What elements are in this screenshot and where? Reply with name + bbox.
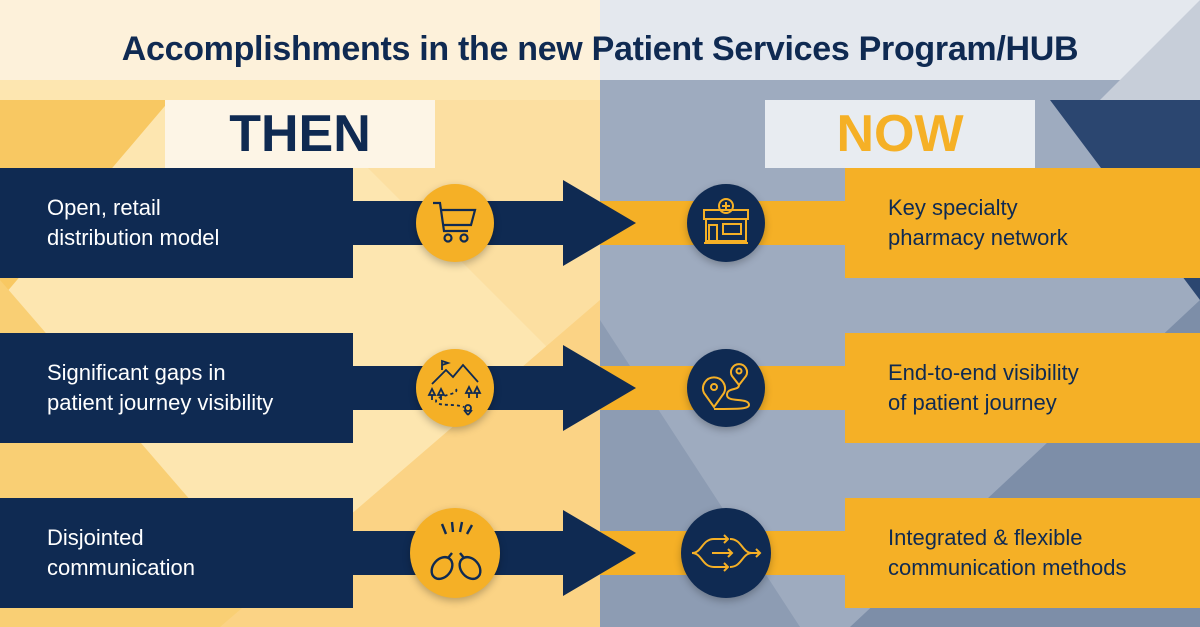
merging-arrows-icon (681, 508, 771, 598)
now-text: communication methods (888, 555, 1127, 580)
then-header: THEN (165, 100, 435, 168)
route-pins-icon (687, 349, 765, 427)
now-box-2: End-to-end visibility of patient journey (845, 333, 1200, 443)
then-box-2: Significant gaps in patient journey visib… (0, 333, 353, 443)
now-text: pharmacy network (888, 225, 1068, 250)
now-box-1: Key specialty pharmacy network (845, 168, 1200, 278)
pharmacy-store-icon (687, 184, 765, 262)
now-text: End-to-end visibility (888, 360, 1079, 385)
winding-trail-icon (416, 349, 494, 427)
shopping-cart-icon (416, 184, 494, 262)
then-text: Open, retail (47, 195, 161, 220)
page-title: Accomplishments in the new Patient Servi… (121, 30, 1079, 68)
now-text: Integrated & flexible (888, 525, 1083, 550)
now-header: NOW (765, 100, 1035, 168)
then-box-1: Open, retail distribution model (0, 168, 353, 278)
then-text: patient journey visibility (47, 390, 274, 415)
then-text: Disjointed (47, 525, 144, 550)
then-box-3: Disjointed communication (0, 498, 353, 608)
now-text: Key specialty (888, 195, 1018, 220)
now-box-3: Integrated & flexible communication metho… (845, 498, 1200, 608)
then-text: distribution model (47, 225, 220, 250)
then-text: Significant gaps in (47, 360, 226, 385)
then-text: communication (47, 555, 195, 580)
now-text: of patient journey (888, 390, 1057, 415)
disconnected-mice-icon (410, 508, 500, 598)
